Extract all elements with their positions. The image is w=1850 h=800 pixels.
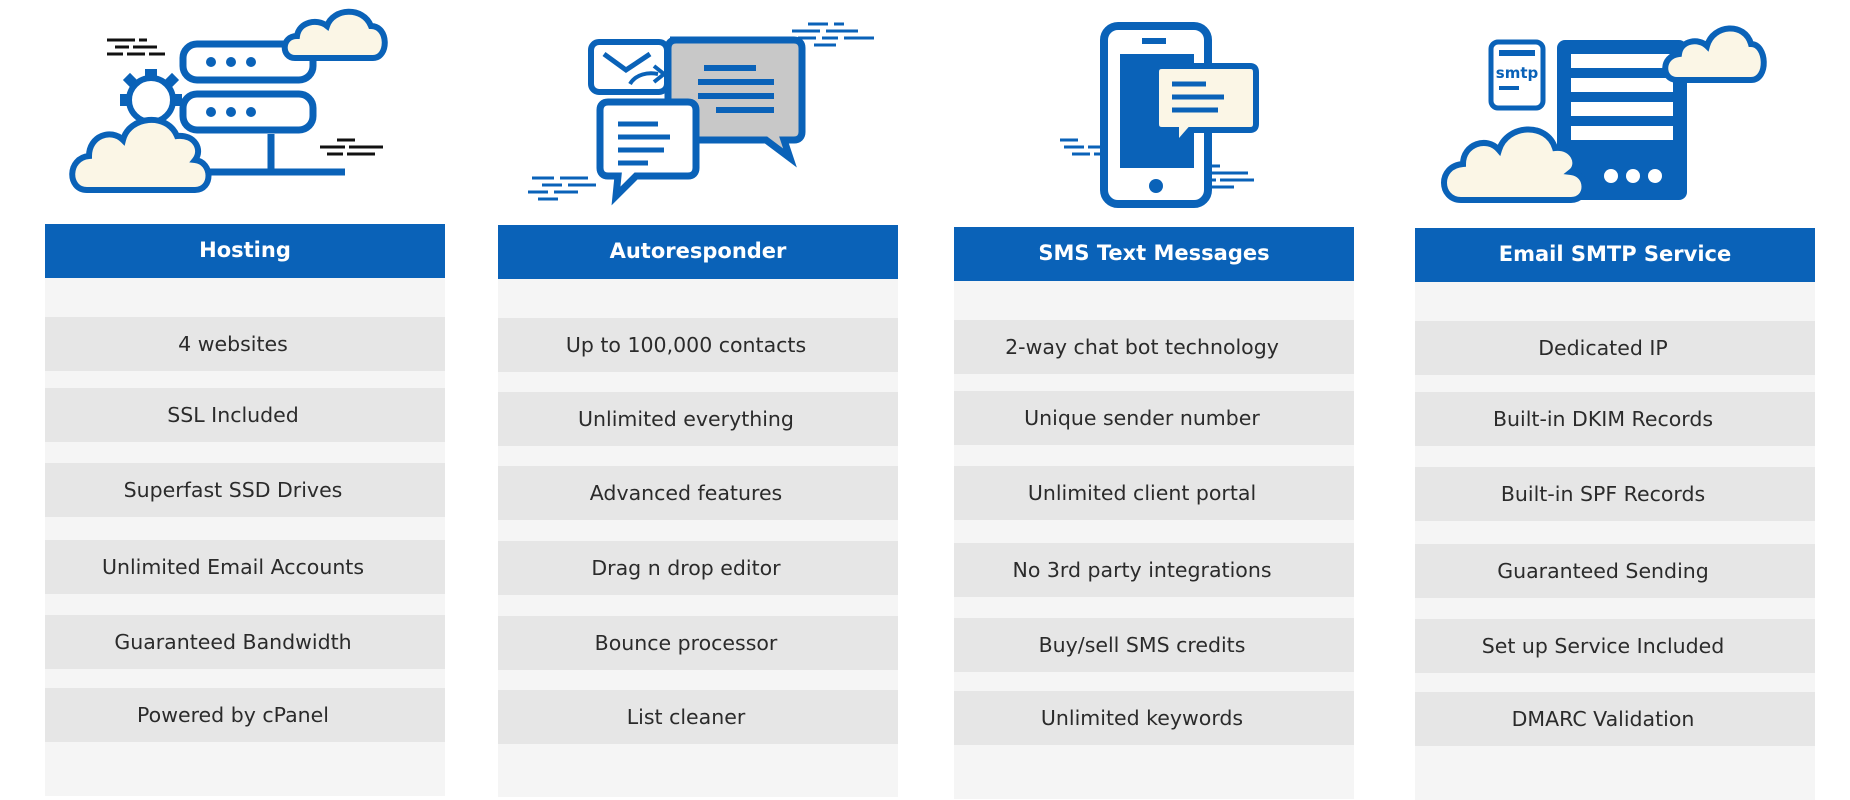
pricing-column-smtp: smtp Email SMTP Service Dedicated IP Bu	[1415, 0, 1815, 800]
feature-list: Up to 100,000 contacts Unlimited everyth…	[498, 279, 898, 797]
feature-row: Buy/sell SMS credits	[954, 618, 1354, 672]
feature-row: Powered by cPanel	[45, 688, 445, 742]
feature-row: Set up Service Included	[1415, 619, 1815, 673]
feature-row: Bounce processor	[498, 616, 898, 670]
feature-row: Drag n drop editor	[498, 541, 898, 595]
feature-row: No 3rd party integrations	[954, 543, 1354, 597]
feature-row: 4 websites	[45, 317, 445, 371]
feature-row: Guaranteed Sending	[1415, 544, 1815, 598]
smartphone-message-icon	[954, 0, 1354, 215]
chat-email-icon	[498, 0, 898, 215]
feature-row: List cleaner	[498, 690, 898, 744]
feature-row: DMARC Validation	[1415, 692, 1815, 746]
feature-row: SSL Included	[45, 388, 445, 442]
feature-row: Built-in DKIM Records	[1415, 392, 1815, 446]
pricing-column-hosting: Hosting 4 websites SSL Included Superfas…	[45, 0, 445, 800]
feature-row: Unlimited everything	[498, 392, 898, 446]
feature-row: Guaranteed Bandwidth	[45, 615, 445, 669]
feature-row: Built-in SPF Records	[1415, 467, 1815, 521]
feature-row: Unique sender number	[954, 391, 1354, 445]
feature-row: 2-way chat bot technology	[954, 320, 1354, 374]
feature-list: 2-way chat bot technology Unique sender …	[954, 281, 1354, 799]
column-title: SMS Text Messages	[954, 227, 1354, 281]
feature-row: Up to 100,000 contacts	[498, 318, 898, 372]
feature-row: Superfast SSD Drives	[45, 463, 445, 517]
server-cloud-icon	[45, 0, 445, 215]
feature-list: Dedicated IP Built-in DKIM Records Built…	[1415, 282, 1815, 800]
feature-list: 4 websites SSL Included Superfast SSD Dr…	[45, 278, 445, 796]
pricing-column-autoresponder: Autoresponder Up to 100,000 contacts Unl…	[498, 0, 898, 800]
feature-row: Unlimited Email Accounts	[45, 540, 445, 594]
column-title: Email SMTP Service	[1415, 228, 1815, 282]
smtp-label: smtp	[1496, 64, 1539, 82]
column-title: Hosting	[45, 224, 445, 278]
feature-row: Advanced features	[498, 466, 898, 520]
feature-row: Unlimited client portal	[954, 466, 1354, 520]
smtp-server-icon: smtp	[1415, 0, 1815, 215]
column-title: Autoresponder	[498, 225, 898, 279]
pricing-column-sms: SMS Text Messages 2-way chat bot technol…	[954, 0, 1354, 800]
feature-row: Unlimited keywords	[954, 691, 1354, 745]
feature-row: Dedicated IP	[1415, 321, 1815, 375]
